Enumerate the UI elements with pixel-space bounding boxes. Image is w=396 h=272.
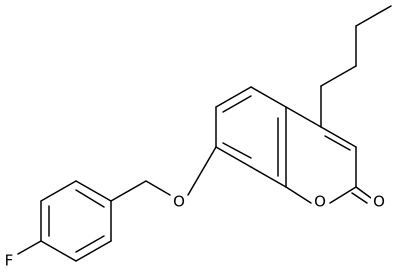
oether-label-bg	[171, 194, 187, 210]
atom-labels: F O O O	[2, 193, 387, 270]
ocarbonyl-label-bg	[371, 194, 387, 210]
bond-ar4-f	[17, 240, 42, 255]
bond-c2-o1	[329, 186, 357, 204]
bond-c5-c6-inner	[222, 95, 252, 113]
fluorophenyl-ring	[17, 180, 112, 262]
bond-c3prime-c4prime	[355, 5, 392, 27]
ether-linkage	[110, 146, 217, 202]
bond-ar1-ar2-inner	[75, 189, 105, 208]
bond-ar2-ar3	[40, 180, 77, 202]
atom-o-carbonyl-label: O	[373, 193, 385, 211]
pyranone-ring	[285, 106, 372, 204]
bond-ar5-ar6	[75, 240, 112, 262]
bond-c5-c6	[215, 86, 252, 108]
bond-ar1-ar2	[75, 180, 112, 202]
f-label-bg	[2, 253, 16, 269]
bond-o1-c8a	[285, 186, 312, 204]
bond-ar5-ar6-inner	[75, 235, 105, 253]
bond-c4a-c5	[250, 86, 287, 108]
bond-ch2-aryl	[110, 180, 147, 202]
benzo-ring	[215, 86, 287, 188]
atom-o-ether-label: O	[173, 193, 185, 211]
bond-c4-c3-double	[324, 135, 351, 151]
bond-c7-c8	[215, 146, 252, 168]
bond-c1prime-c2prime	[320, 65, 357, 87]
bond-c4-c3	[320, 126, 357, 148]
bond-oether-ch2	[145, 180, 171, 196]
butyl-chain	[320, 5, 392, 128]
bond-ar4-ar5	[40, 240, 77, 262]
atom-f-label: F	[5, 252, 14, 270]
bond-c2-carbonyl-1	[355, 186, 372, 199]
bond-c4-c4a	[285, 106, 322, 128]
atom-o-ring-label: O	[314, 193, 326, 211]
oring-label-bg	[312, 194, 328, 210]
bond-c8-c8a	[250, 166, 287, 188]
bond-c2-carbonyl-2	[351, 192, 368, 204]
bond-c7-c8-inner	[222, 142, 252, 159]
bond-c7-oether	[187, 146, 217, 196]
